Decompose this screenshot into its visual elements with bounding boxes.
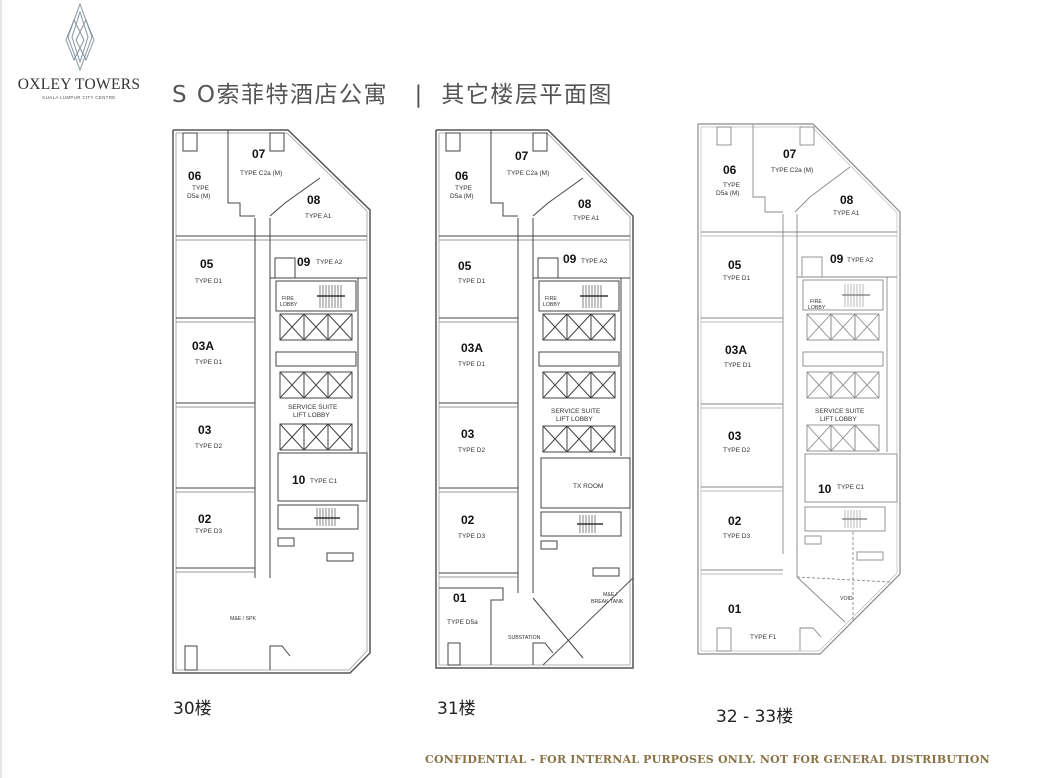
svg-text:TYPE C1: TYPE C1 — [310, 478, 337, 485]
svg-text:03A: 03A — [725, 343, 747, 357]
svg-text:TYPE D1: TYPE D1 — [195, 278, 222, 285]
floor-label-32-33: 32 - 33楼 — [716, 707, 794, 727]
svg-text:TYPE C2a (M): TYPE C2a (M) — [771, 167, 813, 174]
svg-text:02: 02 — [728, 514, 742, 528]
svg-text:TX ROOM: TX ROOM — [573, 483, 603, 490]
svg-text:LIFT LOBBY: LIFT LOBBY — [820, 416, 857, 423]
svg-text:05: 05 — [458, 259, 472, 273]
svg-text:TYPE C2a (M): TYPE C2a (M) — [240, 170, 282, 177]
svg-text:TYPE D1: TYPE D1 — [723, 275, 750, 282]
svg-text:01: 01 — [728, 602, 742, 616]
svg-text:08: 08 — [840, 193, 854, 207]
svg-text:03: 03 — [461, 427, 475, 441]
svg-text:TYPE D1: TYPE D1 — [724, 362, 751, 369]
svg-text:TYPE C1: TYPE C1 — [837, 484, 864, 491]
svg-text:06: 06 — [723, 163, 737, 177]
svg-text:D5a (M): D5a (M) — [187, 193, 210, 200]
svg-text:09: 09 — [830, 252, 844, 266]
svg-text:05: 05 — [200, 257, 214, 271]
svg-text:09: 09 — [297, 255, 311, 269]
svg-text:LIFT LOBBY: LIFT LOBBY — [293, 412, 330, 419]
floor-plan-32-33: 06 TYPE D5a (M) 07 TYPE C2a (M) 08 TYPE … — [695, 122, 905, 687]
svg-text:TYPE A1: TYPE A1 — [573, 215, 600, 222]
svg-text:TYPE A2: TYPE A2 — [316, 259, 343, 266]
svg-text:FIRE: FIRE — [545, 296, 557, 302]
svg-text:06: 06 — [455, 169, 469, 183]
svg-text:TYPE D5a: TYPE D5a — [447, 619, 478, 626]
svg-text:LIFT LOBBY: LIFT LOBBY — [556, 416, 593, 423]
svg-text:FIRE: FIRE — [282, 296, 294, 302]
svg-text:M&E /: M&E / — [603, 592, 618, 598]
svg-text:TYPE D1: TYPE D1 — [458, 361, 485, 368]
svg-text:D5a (M): D5a (M) — [450, 193, 473, 200]
page-left-border — [0, 0, 2, 778]
svg-text:SERVICE SUITE: SERVICE SUITE — [288, 404, 338, 411]
svg-text:TYPE A2: TYPE A2 — [847, 257, 874, 264]
svg-text:10: 10 — [292, 473, 306, 487]
confidential-notice: CONFIDENTIAL - FOR INTERNAL PURPOSES ONL… — [425, 753, 990, 766]
svg-text:LOBBY: LOBBY — [808, 305, 826, 311]
svg-text:TYPE D2: TYPE D2 — [458, 447, 485, 454]
svg-text:03: 03 — [198, 423, 212, 437]
svg-text:D5a (M): D5a (M) — [716, 190, 739, 197]
svg-text:TYPE A1: TYPE A1 — [305, 213, 332, 220]
svg-text:07: 07 — [783, 147, 797, 161]
page-title: S O索菲特酒店公寓 | 其它楼层平面图 — [172, 82, 613, 108]
svg-text:SUBSTATION: SUBSTATION — [508, 635, 541, 641]
svg-text:TYPE D3: TYPE D3 — [458, 533, 485, 540]
svg-text:06: 06 — [188, 169, 202, 183]
svg-text:08: 08 — [578, 197, 592, 211]
svg-text:TYPE D3: TYPE D3 — [723, 533, 750, 540]
svg-text:TYPE D2: TYPE D2 — [723, 447, 750, 454]
floor-plan-31: 06 TYPE D5a (M) 07 TYPE C2a (M) 08 TYPE … — [433, 128, 638, 683]
svg-text:03A: 03A — [461, 341, 483, 355]
svg-text:TYPE: TYPE — [723, 182, 741, 189]
floor-plan-30: 06 TYPE D5a (M) 07 TYPE C2a (M) 08 TYPE … — [170, 128, 375, 683]
svg-text:08: 08 — [307, 193, 321, 207]
svg-text:05: 05 — [728, 258, 742, 272]
svg-text:10: 10 — [818, 482, 832, 496]
svg-text:SERVICE SUITE: SERVICE SUITE — [551, 408, 601, 415]
svg-text:LOBBY: LOBBY — [280, 302, 298, 308]
svg-text:TYPE D1: TYPE D1 — [195, 359, 222, 366]
svg-text:LOBBY: LOBBY — [543, 302, 561, 308]
svg-text:FIRE: FIRE — [810, 299, 822, 305]
oxley-towers-logo: OXLEY TOWERS KUALA LUMPUR CITY CENTRE — [14, 0, 144, 105]
floor-label-30: 30楼 — [173, 699, 212, 719]
svg-text:TYPE A2: TYPE A2 — [581, 258, 608, 265]
svg-text:01: 01 — [453, 591, 467, 605]
svg-text:TYPE C2a (M): TYPE C2a (M) — [507, 170, 549, 177]
svg-text:M&E / SPK: M&E / SPK — [230, 616, 256, 622]
svg-text:TYPE F1: TYPE F1 — [750, 634, 777, 641]
svg-text:03A: 03A — [192, 339, 214, 353]
logo-tagline: KUALA LUMPUR CITY CENTRE — [42, 95, 116, 100]
svg-text:TYPE: TYPE — [455, 185, 473, 192]
svg-text:09: 09 — [563, 252, 577, 266]
svg-text:TYPE: TYPE — [192, 185, 210, 192]
svg-text:02: 02 — [198, 512, 212, 526]
svg-text:02: 02 — [461, 513, 475, 527]
svg-text:TYPE A1: TYPE A1 — [833, 210, 860, 217]
svg-text:07: 07 — [515, 149, 529, 163]
svg-text:VOID: VOID — [840, 596, 853, 602]
svg-text:TYPE D2: TYPE D2 — [195, 443, 222, 450]
svg-text:SERVICE SUITE: SERVICE SUITE — [815, 408, 865, 415]
svg-text:03: 03 — [728, 429, 742, 443]
svg-text:07: 07 — [252, 147, 266, 161]
logo-wordmark: OXLEY TOWERS — [17, 76, 141, 93]
diamond-logo-icon — [65, 2, 95, 72]
svg-text:TYPE D1: TYPE D1 — [458, 278, 485, 285]
floor-label-31: 31楼 — [437, 699, 476, 719]
svg-text:TYPE D3: TYPE D3 — [195, 528, 222, 535]
svg-text:BREAK TANK: BREAK TANK — [591, 599, 624, 605]
